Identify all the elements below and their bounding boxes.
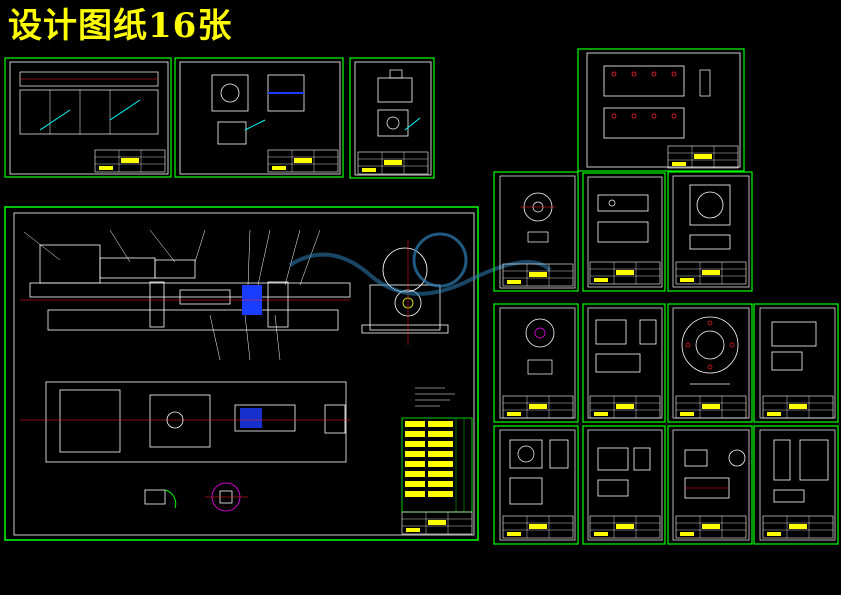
sheet-4	[577, 48, 745, 172]
page-title: 设计图纸16张	[8, 6, 233, 46]
sheet-7	[667, 171, 753, 292]
sheet-12	[493, 425, 579, 545]
sheet-11	[753, 303, 839, 423]
sheet-2	[174, 57, 344, 178]
sheet-15	[753, 425, 839, 545]
sheet-8	[493, 303, 579, 423]
sheet-9	[582, 303, 666, 423]
sheet-10	[667, 303, 753, 423]
sheet-5	[493, 171, 579, 292]
sheet-14	[667, 425, 753, 545]
sheet-13	[582, 425, 666, 545]
main-assembly-drawing	[4, 206, 552, 541]
sheet-3	[349, 57, 435, 179]
sheet-1	[4, 57, 172, 178]
sheet-6	[582, 172, 666, 292]
